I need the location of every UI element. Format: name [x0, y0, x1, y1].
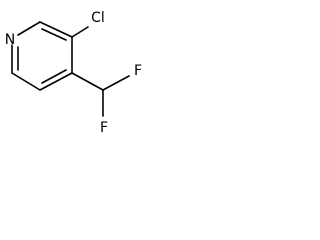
bond-n-c2: [17, 21, 41, 36]
bond-c2-c3: [39, 21, 73, 38]
bond-c4-c5-inner: [41, 69, 67, 84]
bond-c5-c6: [11, 72, 41, 91]
nitrogen-label: N: [5, 32, 15, 48]
chemical-structure-diagram: N Cl F F: [5, 10, 142, 136]
bond-c2-c3-inner: [41, 28, 67, 41]
atom-labels: N Cl F F: [5, 10, 142, 136]
bond-c3-cl: [71, 26, 89, 38]
bond-c4-chf2: [71, 72, 104, 91]
fluorine-upper-label: F: [134, 63, 142, 79]
substituent-bonds: [71, 26, 130, 117]
fluorine-lower-label: F: [100, 120, 108, 136]
chlorine-label: Cl: [91, 10, 105, 26]
pyridine-ring: [11, 21, 73, 91]
bond-chf2-f-upper: [102, 75, 130, 91]
bond-c4-c5: [39, 72, 73, 91]
